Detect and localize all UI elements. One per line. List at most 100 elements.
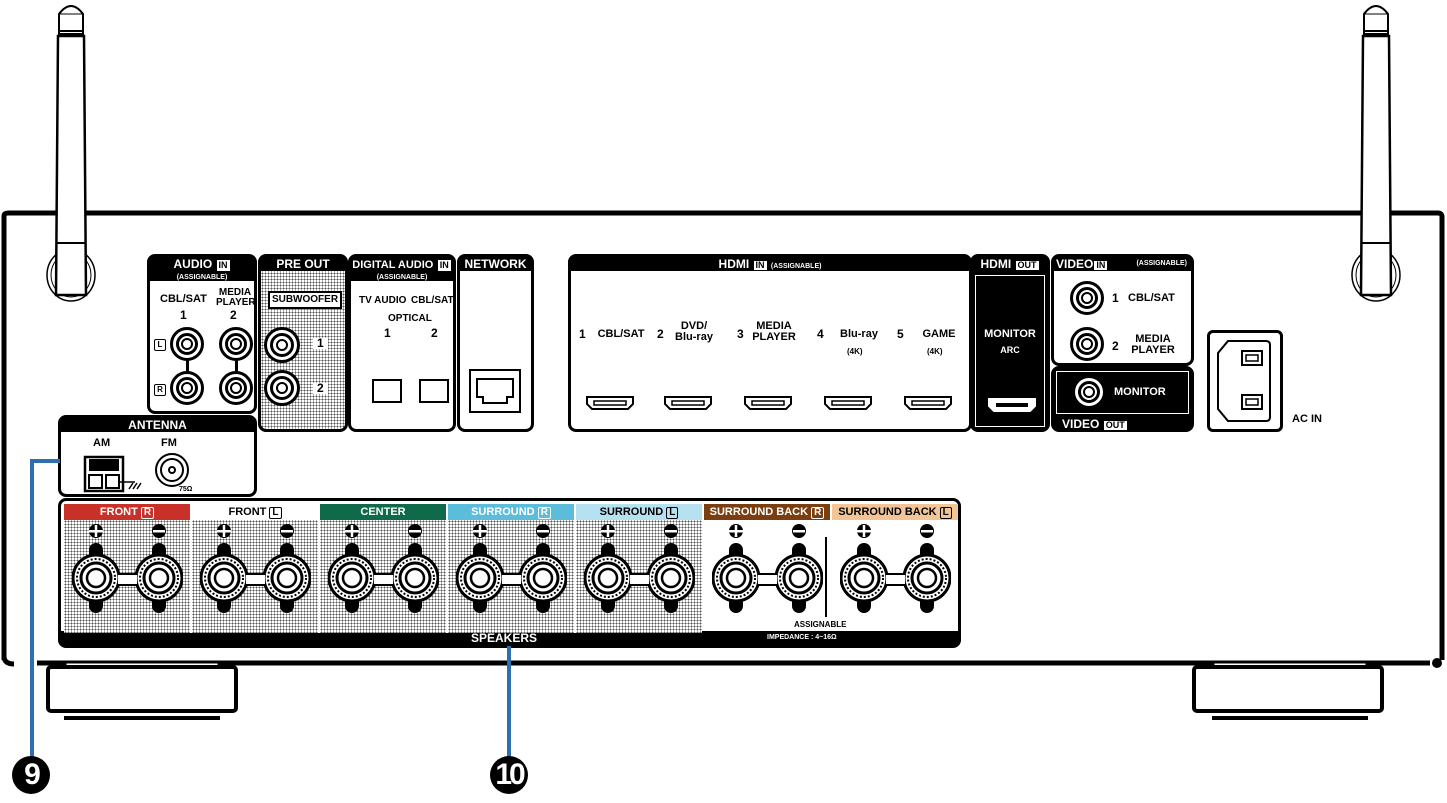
video-out-panel: MONITOR VIDEO OUT: [1051, 366, 1194, 432]
fm-impedance: 75Ω: [179, 486, 193, 493]
audio-in-1-number: 1: [180, 308, 187, 322]
audio-in-2-l-jack[interactable]: [219, 327, 253, 361]
ac-in-label: AC IN: [1292, 413, 1322, 425]
speaker-0-link: [117, 573, 137, 586]
speaker-2-link: [373, 573, 393, 586]
digital-audio-in-subtitle: (ASSIGNABLE): [376, 274, 428, 281]
network-title: NETWORK: [460, 257, 531, 271]
speaker-3-label-text: SURROUND: [471, 506, 535, 518]
video-in-title: VIDEO: [1056, 257, 1094, 271]
speaker-0-minus-terminal[interactable]: [134, 521, 183, 621]
speaker-5-minus-terminal[interactable]: [774, 521, 823, 621]
speakers-title: SPEAKERS: [471, 631, 538, 645]
subwoofer-2-jack[interactable]: [264, 370, 300, 406]
callout-10-line: [507, 646, 511, 759]
video-in-2-jack[interactable]: [1070, 327, 1104, 361]
speaker-0-side-badge: R: [140, 507, 155, 519]
hdmi-in-4-port[interactable]: [823, 395, 873, 411]
hdmi-out-port[interactable]: [987, 397, 1037, 413]
audio-in-1-name: CBL/SAT: [160, 293, 207, 305]
optical-2-number: 2: [431, 326, 438, 340]
speaker-1-label: FRONT L: [192, 504, 318, 520]
digital-audio-in-header: DIGITAL AUDIO IN (ASSIGNABLE): [351, 257, 453, 281]
am-label: AM: [93, 437, 111, 449]
speaker-1-label-text: FRONT: [228, 506, 267, 518]
antenna-title: ANTENNA: [61, 418, 254, 432]
hdmi-in-subtitle: (ASSIGNABLE): [770, 263, 822, 270]
speaker-0-plus-terminal[interactable]: [71, 521, 120, 621]
right-antenna-icon: [1351, 5, 1401, 302]
am-terminal[interactable]: [83, 455, 153, 495]
network-port[interactable]: [469, 369, 521, 413]
hdmi-in-3-name: MEDIA PLAYER: [752, 320, 796, 343]
audio-in-1-l-jack[interactable]: [170, 327, 204, 361]
speaker-3-plus-terminal[interactable]: [455, 521, 504, 621]
video-out-jack[interactable]: [1072, 375, 1106, 409]
speakers-panel: SPEAKERS IMPEDANCE : 4~16Ω ASSIGNABLE FR…: [58, 498, 961, 648]
hdmi-in-4-note: (4K): [847, 347, 863, 356]
video-out-title: VIDEO: [1062, 417, 1100, 431]
video-in-1-number: 1: [1112, 291, 1119, 305]
audio-in-1-r-jack[interactable]: [170, 371, 204, 405]
hdmi-in-2-number: 2: [657, 327, 664, 341]
speaker-3-side-badge: R: [537, 507, 551, 519]
speaker-6-link: [885, 573, 905, 586]
subwoofer-2-number: 2: [313, 382, 328, 394]
speaker-1-minus-terminal[interactable]: [262, 521, 311, 621]
speaker-5-plus-terminal[interactable]: [711, 521, 760, 621]
optical-1-port[interactable]: [372, 379, 402, 403]
left-foot-icon: [46, 662, 238, 720]
speaker-6-label: SURROUND BACK L: [832, 504, 958, 520]
antenna-panel: ANTENNA AM FM 75Ω: [58, 415, 257, 497]
fm-label: FM: [161, 437, 177, 449]
audio-in-panel: AUDIO IN (ASSIGNABLE) CBL/SAT MEDIA PLAY…: [147, 254, 257, 414]
pre-out-title: PRE OUT: [261, 257, 345, 271]
audio-in-2-name: MEDIA PLAYER: [216, 287, 256, 308]
hdmi-in-3-port[interactable]: [743, 395, 793, 411]
audio-in-2-r-jack[interactable]: [219, 371, 253, 405]
speaker-5-side-badge: R: [811, 507, 825, 519]
optical-2-port[interactable]: [419, 379, 449, 403]
hdmi-in-5-port[interactable]: [903, 395, 953, 411]
speaker-5-label: SURROUND BACK R: [704, 504, 830, 520]
hdmi-out-arc: ARC: [1000, 345, 1020, 355]
subwoofer-1-number: 1: [313, 337, 328, 349]
speaker-1-side-badge: L: [269, 507, 282, 519]
audio-in-badge: IN: [215, 259, 231, 272]
hdmi-in-1-name: CBL/SAT: [597, 328, 645, 340]
video-in-1-name: CBL/SAT: [1128, 292, 1175, 304]
video-out-footer: VIDEO OUT: [1062, 417, 1128, 431]
ac-inlet[interactable]: [1207, 330, 1283, 432]
hdmi-out-title: HDMI: [980, 257, 1012, 271]
hdmi-in-badge: IN: [752, 260, 768, 271]
speaker-4-label: SURROUND L: [576, 504, 702, 520]
speaker-2-plus-terminal[interactable]: [327, 521, 376, 621]
speaker-1-plus-terminal[interactable]: [199, 521, 248, 621]
video-out-badge: OUT: [1102, 420, 1128, 431]
speaker-2-minus-terminal[interactable]: [390, 521, 439, 621]
speaker-0-label: FRONT R: [64, 504, 190, 520]
video-in-1-jack[interactable]: [1070, 281, 1104, 315]
fm-connector[interactable]: [153, 451, 191, 489]
hdmi-in-2-port[interactable]: [663, 395, 713, 411]
digital-audio-in-panel: DIGITAL AUDIO IN (ASSIGNABLE) TV AUDIO C…: [348, 254, 456, 432]
speaker-6-side-badge: L: [939, 507, 952, 519]
optical-1-name: TV AUDIO: [359, 295, 407, 306]
speaker-3-minus-terminal[interactable]: [518, 521, 567, 621]
speaker-6-plus-terminal[interactable]: [839, 521, 888, 621]
subwoofer-1-jack[interactable]: [264, 327, 300, 363]
speaker-4-plus-terminal[interactable]: [583, 521, 632, 621]
speaker-5-label-text: SURROUND BACK: [709, 506, 809, 518]
speaker-6-minus-terminal[interactable]: [902, 521, 951, 621]
channel-l-badge: L: [154, 339, 166, 351]
right-foot-icon: [1192, 662, 1384, 720]
pre-out-panel: PRE OUT SUBWOOFER 1 2: [258, 254, 348, 432]
hdmi-in-1-port[interactable]: [585, 395, 635, 411]
hdmi-in-5-name: GAME: [922, 328, 956, 340]
hdmi-in-5-note: (4K): [927, 347, 943, 356]
speaker-4-minus-terminal[interactable]: [646, 521, 695, 621]
chassis-outline: [1, 210, 1445, 660]
hdmi-in-title: HDMI: [718, 257, 750, 271]
